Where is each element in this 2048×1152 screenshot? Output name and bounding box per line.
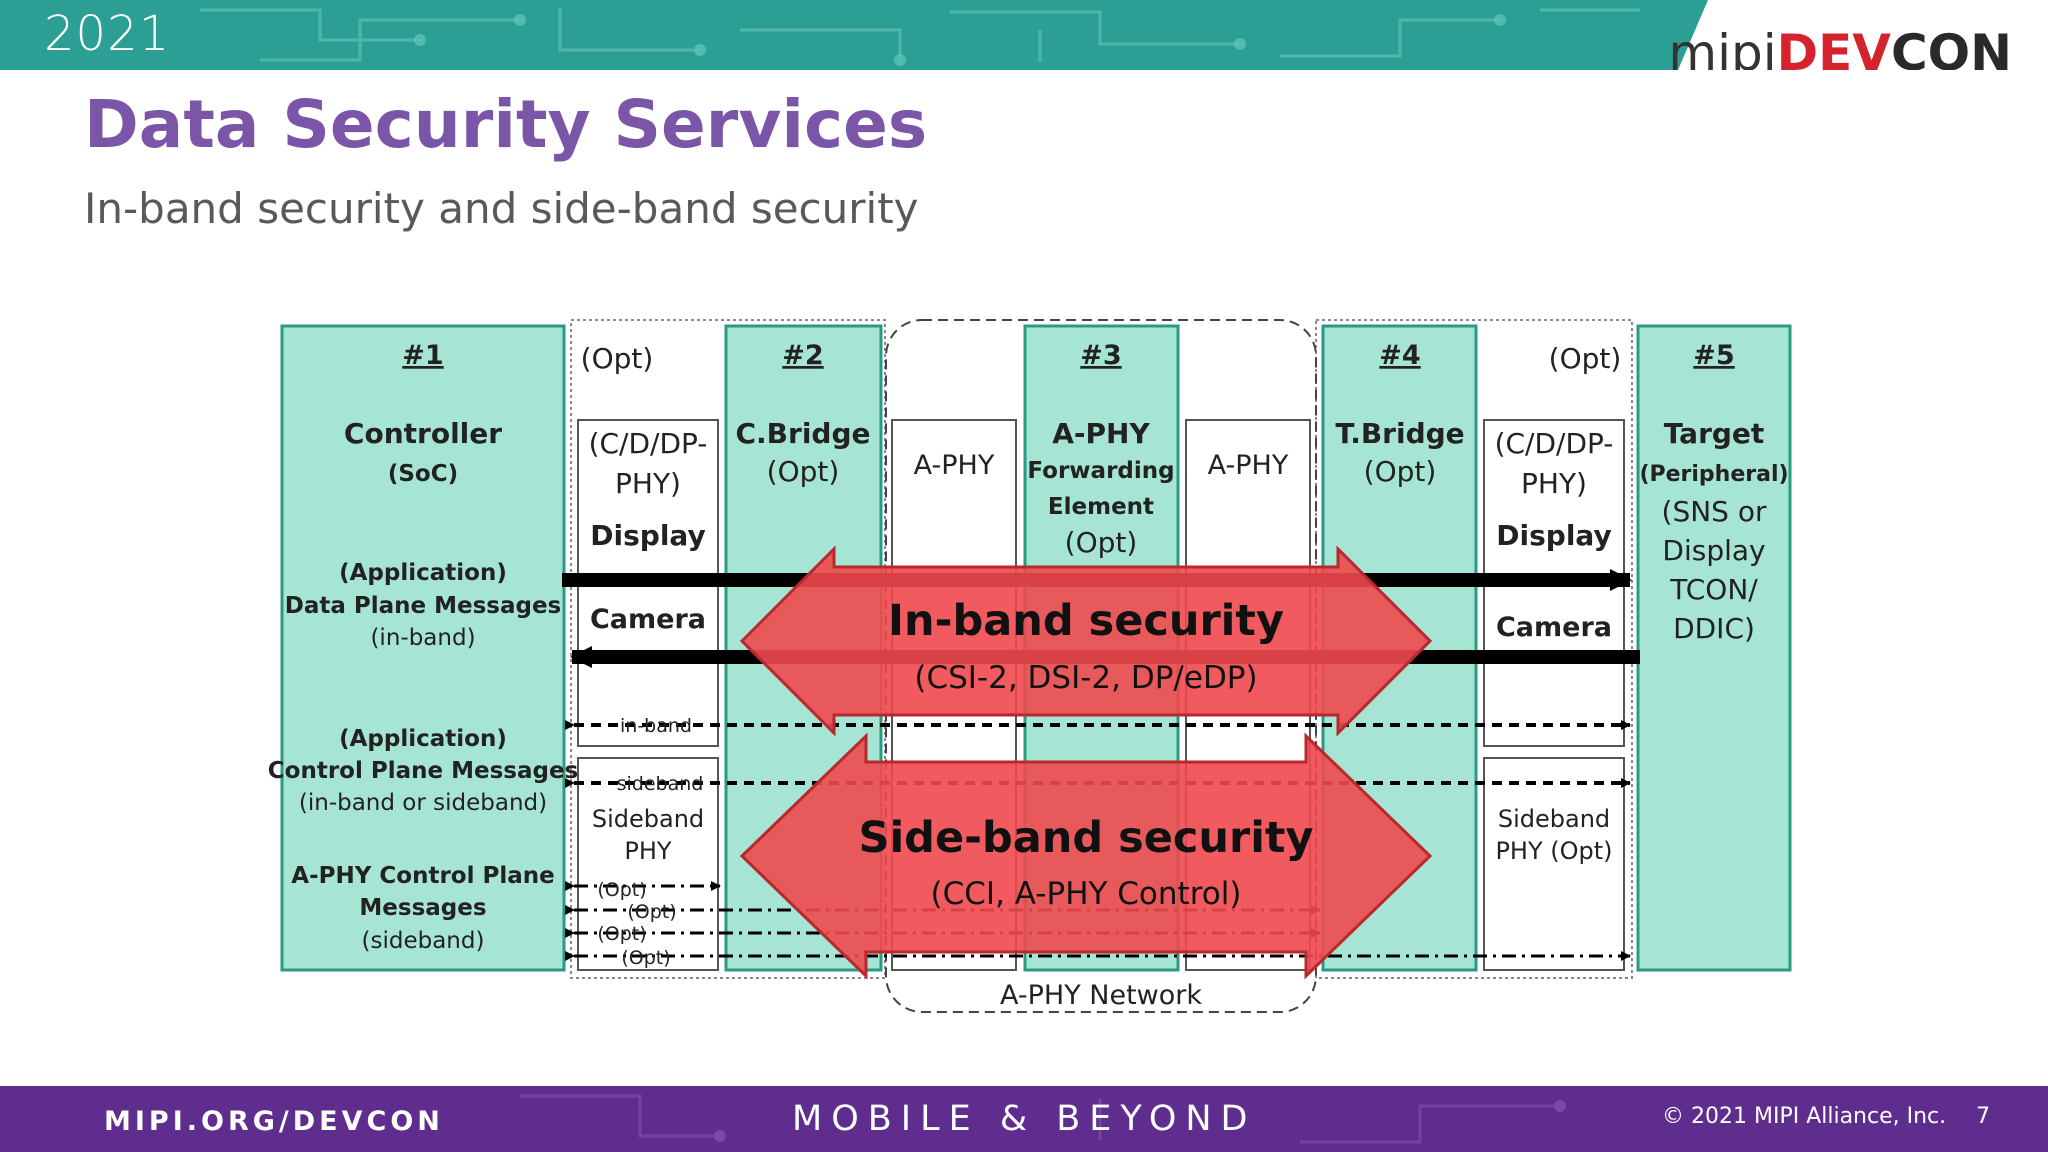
node1-ctrl-b: Control Plane Messages: [268, 758, 578, 784]
opt-label-2: (Opt): [627, 901, 676, 923]
footer-bar: MIPI.ORG/DEVCON MOBILE & BEYOND © 2021 M…: [0, 1086, 2048, 1152]
node5-c: TCON/: [1669, 573, 1758, 606]
node1-sub: (SoC): [388, 461, 458, 487]
left-sideband-a: Sideband: [592, 805, 704, 833]
controller-box: [280, 324, 566, 972]
inband-security-arrow: [739, 545, 1433, 737]
node4-sub: (Opt): [1364, 455, 1437, 488]
node1-name: Controller: [344, 417, 502, 450]
inband-small-label: in-band: [620, 715, 692, 737]
logo-dev-text: DEV: [1776, 24, 1891, 70]
sideband-security-title: Side-band security: [858, 813, 1313, 863]
logo-con-text: CON: [1890, 24, 2012, 70]
left-phy-b: PHY): [615, 467, 681, 500]
node5-d: DDIC): [1673, 612, 1755, 645]
node1-data-b: Data Plane Messages: [285, 593, 562, 619]
node5-sub: (Peripheral): [1639, 462, 1788, 487]
sideband-small-label: sideband: [617, 773, 704, 795]
left-phy-a: (C/D/DP-: [589, 427, 708, 460]
node2-number: #2: [782, 340, 823, 371]
target-box: [1636, 324, 1792, 972]
node1-aphy-c: (sideband): [362, 928, 485, 954]
node4-number: #4: [1379, 340, 1420, 371]
node5-name: Target: [1664, 417, 1765, 450]
right-camera-label: Camera: [1496, 612, 1612, 643]
slide-subtitle: In-band security and side-band security: [84, 184, 919, 233]
right-sideband-a: Sideband: [1498, 805, 1610, 833]
node1-data-c: (in-band): [370, 625, 475, 651]
right-sideband-phy-box: [1483, 757, 1625, 971]
node2-name: C.Bridge: [735, 417, 870, 450]
left-sideband-b: PHY: [624, 837, 672, 865]
mipi-devcon-logo: mipiDEVCON: [1668, 24, 2012, 70]
left-opt-label: (Opt): [581, 342, 654, 375]
node1-aphy-b: Messages: [359, 895, 486, 921]
slide-title: Data Security Services: [84, 86, 928, 163]
node5-b: Display: [1662, 534, 1765, 567]
node3-number: #3: [1080, 340, 1121, 371]
node5-a: (SNS or: [1662, 495, 1767, 528]
footer-copyright: © 2021 MIPI Alliance, Inc.: [1662, 1104, 1947, 1129]
inband-security-sub: (CSI-2, DSI-2, DP/eDP): [914, 660, 1257, 696]
node1-number: #1: [402, 340, 443, 371]
aphy-left-label: A-PHY: [914, 450, 995, 481]
header-bar: 2021 mipiDEVCON: [0, 0, 2048, 70]
node5-number: #5: [1693, 340, 1734, 371]
logo-mipi-text: mipi: [1668, 24, 1777, 70]
page-number: 7: [1976, 1104, 1990, 1129]
inband-security-title: In-band security: [888, 596, 1284, 646]
circuit-pattern: [200, 8, 1640, 66]
left-camera-label: Camera: [590, 604, 706, 635]
node2-sub: (Opt): [767, 455, 840, 488]
right-opt-label: (Opt): [1549, 342, 1622, 375]
aphy-network-label: A-PHY Network: [1000, 980, 1202, 1011]
opt-label-3: (Opt): [597, 923, 646, 945]
node4-name: T.Bridge: [1335, 417, 1464, 450]
footer-url: MIPI.ORG/DEVCON: [104, 1106, 444, 1137]
node3-b: Forwarding: [1027, 458, 1174, 484]
node3-c: Element: [1048, 494, 1154, 520]
year-label: 2021: [44, 6, 171, 62]
right-display-label: Display: [1496, 519, 1611, 552]
node1-ctrl-c: (in-band or sideband): [299, 790, 547, 816]
right-phy-b: PHY): [1521, 467, 1587, 500]
opt-label-1: (Opt): [597, 879, 646, 901]
footer-tagline: MOBILE & BEYOND: [792, 1099, 1257, 1139]
node1-data-a: (Application): [339, 560, 507, 586]
header-logo-area: [1678, 0, 2048, 70]
right-phy-a: (C/D/DP-: [1495, 427, 1614, 460]
opt-label-4: (Opt): [621, 947, 670, 969]
node3-d: (Opt): [1065, 526, 1138, 559]
aphy-right-label: A-PHY: [1208, 450, 1289, 481]
right-sideband-b: PHY (Opt): [1495, 837, 1612, 865]
sideband-security-arrow: [739, 732, 1433, 980]
footer-circuit-pattern: [520, 1094, 1566, 1144]
node1-ctrl-a: (Application): [339, 726, 507, 752]
right-optional-group: [1315, 319, 1633, 979]
node1-aphy-a: A-PHY Control Plane: [291, 863, 554, 889]
left-display-label: Display: [590, 519, 705, 552]
node3-a: A-PHY: [1052, 417, 1150, 450]
sideband-security-sub: (CCI, A-PHY Control): [931, 876, 1242, 912]
